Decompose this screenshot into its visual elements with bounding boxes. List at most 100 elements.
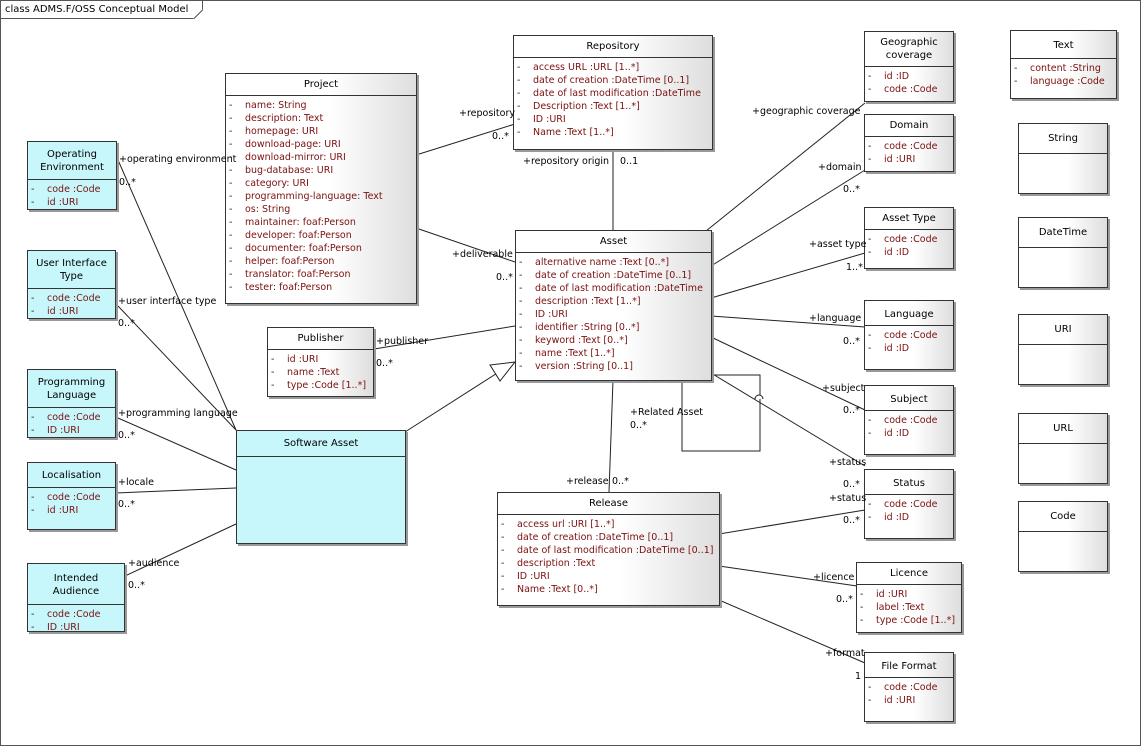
class-release[interactable]: Release -access url :URI [1..*]-date of … bbox=[497, 492, 720, 606]
attribute-row: -description :Text bbox=[501, 557, 717, 570]
assoc-project-repository bbox=[415, 123, 516, 156]
class-software-asset[interactable]: Software Asset bbox=[236, 430, 406, 544]
attribute-text: date of last modification :DateTime bbox=[533, 88, 701, 99]
visibility-marker: - bbox=[31, 609, 35, 620]
attribute-text: developer: foaf:Person bbox=[245, 230, 352, 241]
attribute-row: -documenter: foaf:Person bbox=[229, 242, 414, 255]
attribute-text: access URL :URL [1..*] bbox=[533, 62, 640, 73]
label-language: +language bbox=[809, 313, 862, 324]
visibility-marker: - bbox=[868, 234, 872, 245]
class-code[interactable]: Code bbox=[1018, 501, 1108, 572]
attribute-list: -code :Code-id :ID bbox=[865, 230, 953, 262]
class-datetime[interactable]: DateTime bbox=[1018, 217, 1108, 288]
class-project[interactable]: Project -name: String-description: Text-… bbox=[225, 73, 417, 304]
class-licence[interactable]: Licence -id :URI-label :Text-type :Code … bbox=[856, 562, 962, 633]
class-name: Subject bbox=[865, 386, 953, 411]
visibility-marker: - bbox=[271, 354, 275, 365]
class-localisation[interactable]: Localisation -code :Code-id :URI bbox=[27, 462, 116, 530]
attribute-text: code :Code bbox=[47, 293, 101, 304]
attribute-text: date of creation :DateTime [0..1] bbox=[533, 75, 690, 86]
attribute-text: code :Code bbox=[884, 499, 938, 510]
visibility-marker: - bbox=[860, 589, 864, 600]
class-url[interactable]: URL bbox=[1018, 413, 1108, 484]
label-status-release-mult: 0..* bbox=[843, 515, 860, 526]
attribute-row: -maintainer: foaf:Person bbox=[229, 216, 414, 229]
attribute-text: ID :URI bbox=[517, 571, 550, 582]
attribute-row: - id :URI bbox=[31, 196, 114, 209]
class-file-format[interactable]: File Format -code :Code-id :URI bbox=[864, 652, 954, 722]
label-format: +format bbox=[825, 648, 865, 659]
attribute-list: -code :Code-id :ID bbox=[865, 411, 953, 443]
class-name: Publisher bbox=[268, 328, 373, 350]
class-repository[interactable]: Repository -access URL :URL [1..*]-date … bbox=[513, 35, 713, 150]
visibility-marker: - bbox=[31, 622, 35, 633]
visibility-marker: - bbox=[501, 571, 505, 582]
visibility-marker: - bbox=[519, 309, 523, 320]
assoc-release-status bbox=[718, 509, 866, 535]
visibility-marker: - bbox=[1014, 63, 1018, 74]
attribute-list: -alternative name :Text [0..*]-date of c… bbox=[516, 253, 711, 376]
attribute-list: -access url :URI [1..*]-date of creation… bbox=[498, 515, 719, 599]
class-language[interactable]: Language -code :Code-id :ID bbox=[864, 300, 954, 370]
class-programming-language[interactable]: Programming Language -code :Code-ID :URI bbox=[27, 369, 116, 438]
class-name: Asset bbox=[516, 231, 711, 253]
visibility-marker: - bbox=[31, 492, 35, 503]
label-geographic-coverage: +geographic coverage bbox=[752, 106, 861, 117]
class-domain[interactable]: Domain -code :Code-id :URI bbox=[864, 114, 954, 172]
class-name: Geographic coverage bbox=[865, 32, 953, 67]
class-publisher[interactable]: Publisher -id :URI-name :Text-type :Code… bbox=[267, 327, 374, 397]
attribute-text: ID :URI bbox=[533, 114, 566, 125]
visibility-marker: - bbox=[229, 243, 233, 254]
label-status-asset: +status bbox=[829, 457, 867, 468]
label-deliverable-mult: 0..* bbox=[496, 272, 513, 283]
label-audience: +audience bbox=[128, 558, 180, 569]
class-user-interface-type[interactable]: User Interface Type -code :Code-id :URI bbox=[27, 250, 116, 319]
class-asset[interactable]: Asset -alternative name :Text [0..*]-dat… bbox=[515, 230, 712, 381]
class-name: Asset Type bbox=[865, 208, 953, 230]
class-operating-environment[interactable]: Operating Environment -code :Code-id :UR… bbox=[27, 141, 117, 210]
attribute-row: -name :Text bbox=[271, 366, 371, 379]
label-related-asset-mult: 0..* bbox=[630, 420, 647, 431]
attribute-row: -tester: foaf:Person bbox=[229, 281, 414, 294]
visibility-marker: - bbox=[31, 293, 35, 304]
class-name: Status bbox=[865, 470, 953, 495]
assoc-asset-subject bbox=[710, 336, 866, 411]
class-asset-type[interactable]: Asset Type -code :Code-id :ID bbox=[864, 207, 954, 269]
attribute-row: -Name :Text [0..*] bbox=[501, 583, 717, 596]
attribute-row: -ID :URI bbox=[517, 113, 710, 126]
class-geographic-coverage[interactable]: Geographic coverage -id :ID-code :Code bbox=[864, 31, 954, 102]
label-audience-mult: 0..* bbox=[128, 580, 145, 591]
visibility-marker: - bbox=[868, 71, 872, 82]
class-subject[interactable]: Subject -code :Code-id :ID bbox=[864, 385, 954, 455]
attribute-text: name :Text [1..*] bbox=[535, 348, 615, 359]
label-format-mult: 1 bbox=[855, 671, 862, 682]
attribute-row: -id :URI bbox=[868, 694, 951, 707]
label-operating-environment-mult: 0..* bbox=[119, 177, 136, 188]
class-name: DateTime bbox=[1019, 218, 1107, 248]
attribute-row: -date of last modification :DateTime [0.… bbox=[501, 544, 717, 557]
attribute-row: -code :Code bbox=[868, 414, 951, 427]
label-asset-type-mult: 1..* bbox=[846, 262, 863, 273]
class-name: String bbox=[1019, 124, 1107, 154]
label-licence: +licence bbox=[813, 572, 855, 583]
label-user-interface-type-mult: 0..* bbox=[118, 318, 135, 329]
class-intended-audience[interactable]: Intended Audience -code :Code-ID :URI bbox=[27, 563, 125, 633]
visibility-marker: - bbox=[31, 197, 35, 208]
assoc-sw-locale bbox=[115, 487, 237, 494]
visibility-marker: - bbox=[31, 306, 35, 317]
attribute-text: id :ID bbox=[884, 343, 910, 354]
class-text[interactable]: Text -content :String-language :Code bbox=[1010, 30, 1117, 99]
assoc-asset-type bbox=[710, 252, 866, 299]
attribute-row: -access url :URI [1..*] bbox=[501, 518, 717, 531]
attribute-list: -code :Code-id :URI bbox=[28, 488, 115, 520]
class-uri[interactable]: URI bbox=[1018, 314, 1108, 385]
label-locale-mult: 0..* bbox=[118, 499, 135, 510]
class-string[interactable]: String bbox=[1018, 123, 1108, 194]
attribute-row: -id :ID bbox=[868, 511, 951, 524]
attribute-row: -code :Code bbox=[31, 411, 113, 424]
visibility-marker: - bbox=[868, 682, 872, 693]
class-status[interactable]: Status -code :Code-id :ID bbox=[864, 469, 954, 539]
visibility-marker: - bbox=[519, 322, 523, 333]
attribute-text: id :URI bbox=[47, 197, 79, 208]
attribute-row: -date of creation :DateTime [0..1] bbox=[501, 531, 717, 544]
